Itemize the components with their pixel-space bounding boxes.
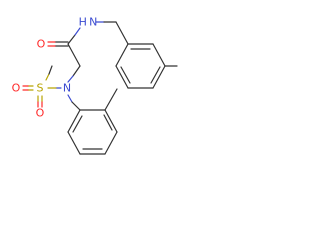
chemical-structure: O H N N S O O	[12, 16, 178, 155]
ring2-bond-b	[104, 109, 118, 133]
amide-c-n-bond-n	[74, 27, 81, 36]
ring1-bond-e	[115, 65, 129, 89]
carbonyl-ch2-bond	[67, 43, 81, 67]
ring1-bond-f	[115, 43, 129, 67]
n-ring-bond-n	[67, 94, 73, 103]
ring1-bond-c	[152, 65, 166, 89]
sulfur-label: S	[37, 82, 44, 95]
atom-labels: O H N N S O O	[12, 16, 98, 120]
s-methyl-bond-s	[45, 73, 50, 81]
ring2-bond-e	[67, 131, 81, 155]
amide-nitrogen-label: H N	[79, 16, 98, 29]
s-methyl-bond	[48, 65, 53, 75]
sulfonyl-oxygen-bottom-label: O	[36, 107, 45, 120]
bonds	[22, 21, 178, 155]
amide-oxygen-label: O	[37, 38, 46, 51]
ring2-bond-f	[67, 109, 81, 133]
ring2-inner-c	[72, 115, 83, 133]
ch2-n-bond	[72, 65, 81, 77]
ring2-bond-c	[104, 131, 118, 155]
ring1-bond-b	[152, 43, 166, 67]
meta-methyl-bond	[104, 88, 118, 111]
ring1-inner-b	[150, 66, 161, 84]
benzyl-ring-bond	[115, 21, 129, 45]
sulfonyl-oxygen-left-label: O	[12, 82, 21, 95]
ring1-inner-c	[120, 66, 131, 84]
ring2-inner-a	[103, 114, 113, 131]
n-ring-bond	[71, 101, 81, 111]
ch2-n-bond-n	[67, 75, 74, 83]
amide-c-n-bond	[67, 34, 76, 45]
sulfonamide-nitrogen-label: N	[63, 82, 71, 95]
